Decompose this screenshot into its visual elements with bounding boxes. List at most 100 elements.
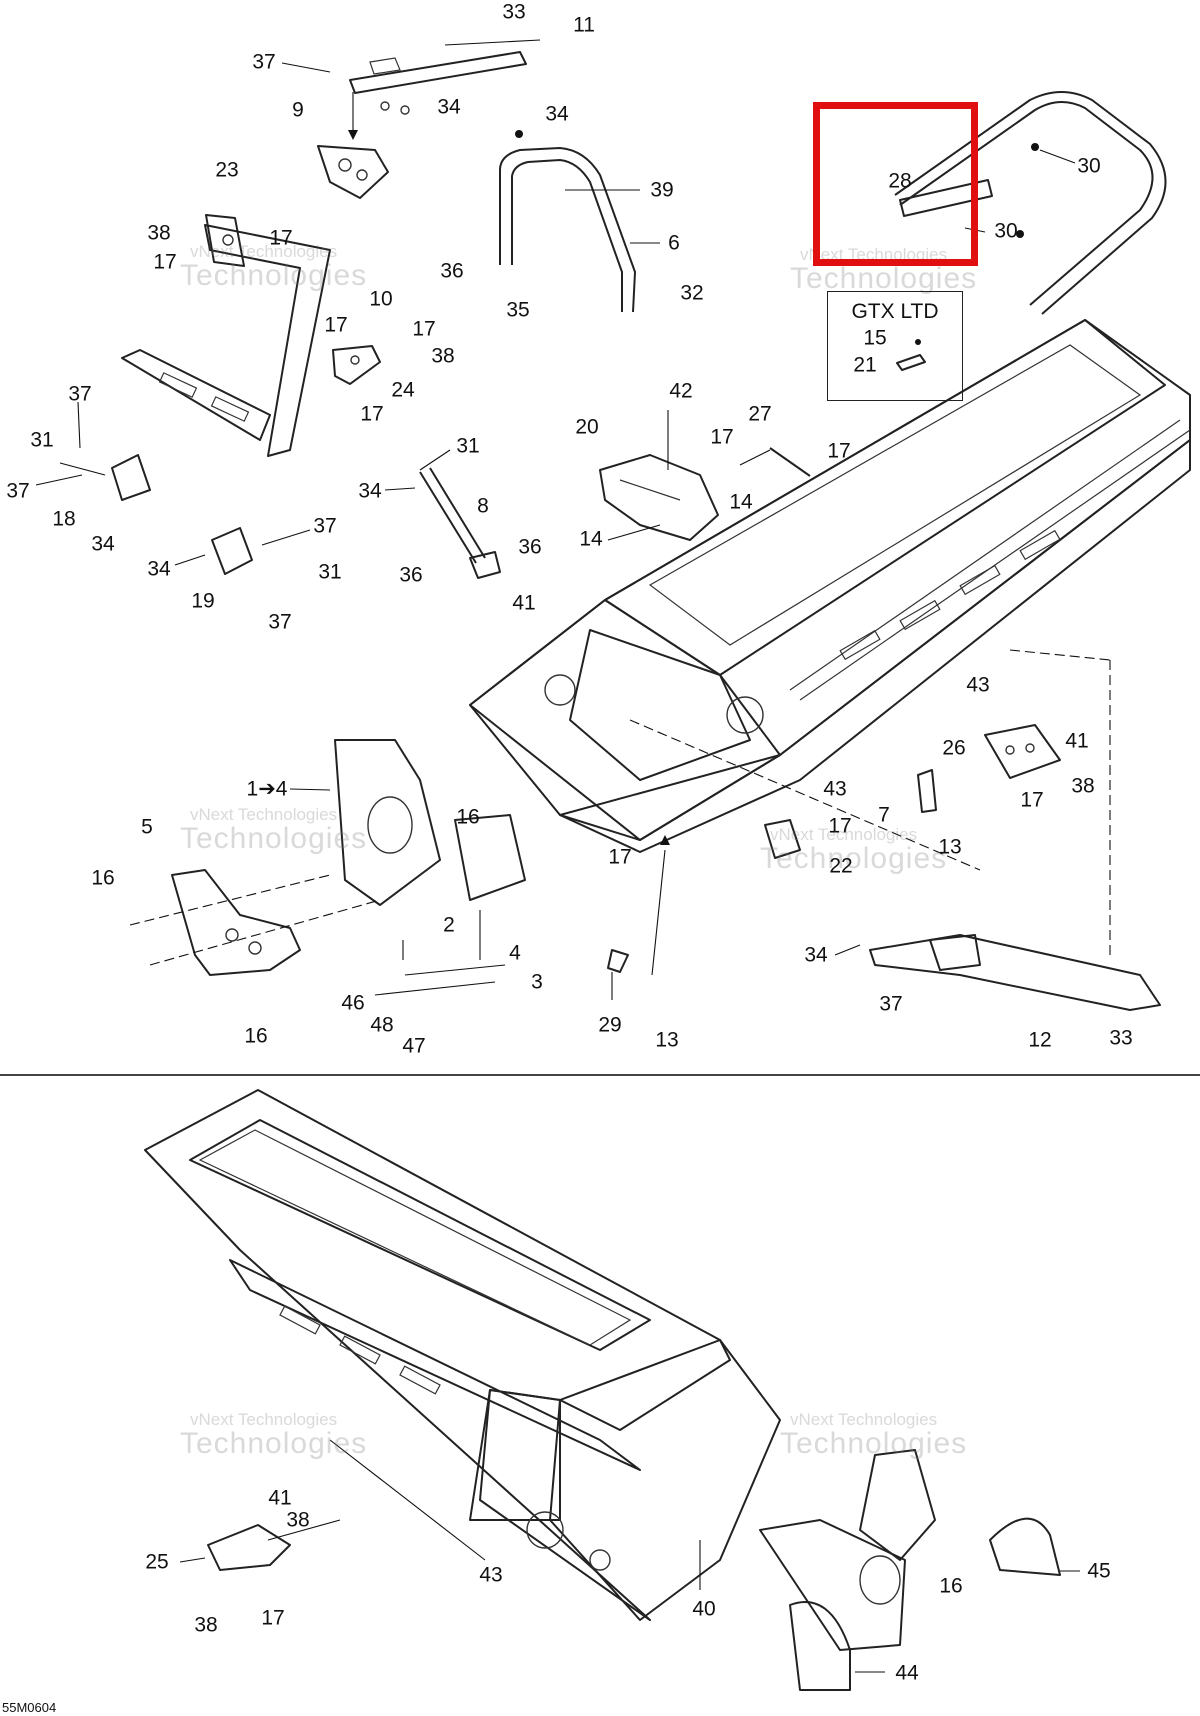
callout-17[interactable]: 17	[360, 402, 384, 426]
callout-28[interactable]: 28	[888, 169, 912, 193]
part-12-lower-bar	[834, 934, 1161, 1011]
callout-25[interactable]: 25	[145, 1550, 169, 1574]
callout-10[interactable]: 10	[369, 287, 393, 311]
callout-37[interactable]: 37	[268, 610, 292, 634]
callout-41[interactable]: 41	[268, 1486, 292, 1510]
callout-36[interactable]: 36	[440, 259, 464, 283]
callout-41[interactable]: 41	[1065, 729, 1089, 753]
callout-9[interactable]: 9	[292, 98, 304, 122]
callout-38[interactable]: 38	[147, 221, 171, 245]
callout-37[interactable]: 37	[68, 382, 92, 406]
callout-17[interactable]: 17	[269, 226, 293, 250]
lower-tunnel-slots	[279, 1305, 441, 1395]
callout-38[interactable]: 38	[431, 344, 455, 368]
callout-14[interactable]: 14	[729, 490, 753, 514]
part-24-bracket	[332, 345, 381, 385]
callout-37[interactable]: 37	[313, 514, 337, 538]
callout-43[interactable]: 43	[966, 673, 990, 697]
callout-18[interactable]: 18	[52, 507, 76, 531]
callout-46[interactable]: 46	[341, 991, 365, 1015]
callout-17[interactable]: 17	[1020, 788, 1044, 812]
callout-2[interactable]: 2	[443, 913, 455, 937]
callout-6[interactable]: 6	[668, 231, 680, 255]
callout-36[interactable]: 36	[399, 563, 423, 587]
callout-19[interactable]: 19	[191, 589, 215, 613]
callout-12[interactable]: 12	[1028, 1028, 1052, 1052]
callout-37[interactable]: 37	[252, 50, 276, 74]
callout-38[interactable]: 38	[1071, 774, 1095, 798]
callout-34[interactable]: 34	[91, 532, 115, 556]
callout-17[interactable]: 17	[828, 814, 852, 838]
callout-30[interactable]: 30	[1077, 154, 1101, 178]
part-5-plate	[129, 869, 381, 976]
callout-30[interactable]: 30	[994, 219, 1018, 243]
part-6-hoop	[499, 130, 660, 313]
callout-11[interactable]: 11	[573, 13, 595, 37]
callout-37[interactable]: 37	[6, 479, 30, 503]
callout-41[interactable]: 41	[512, 591, 536, 615]
callout-34[interactable]: 34	[545, 102, 569, 126]
callout-26[interactable]: 26	[942, 736, 966, 760]
callout-16[interactable]: 16	[456, 805, 480, 829]
callout-27[interactable]: 27	[748, 402, 772, 426]
callout-1-4[interactable]: 1➔4	[246, 777, 288, 801]
callout-33[interactable]: 33	[502, 0, 526, 24]
callout-40[interactable]: 40	[692, 1597, 716, 1621]
callout-42[interactable]: 42	[669, 379, 693, 403]
callout-31[interactable]: 31	[456, 434, 480, 458]
callout-33[interactable]: 33	[1109, 1026, 1133, 1050]
callout-31[interactable]: 31	[30, 428, 54, 452]
callout-48[interactable]: 48	[370, 1013, 394, 1037]
callout-17[interactable]: 17	[710, 425, 734, 449]
highlight-box-part-28[interactable]	[813, 102, 978, 266]
callout-38[interactable]: 38	[286, 1508, 310, 1532]
callout-13[interactable]: 13	[938, 835, 962, 859]
callout-17[interactable]: 17	[827, 439, 851, 463]
callout-13[interactable]: 13	[655, 1028, 679, 1052]
callout-16[interactable]: 16	[244, 1024, 268, 1048]
callout-35[interactable]: 35	[506, 298, 530, 322]
callout-15[interactable]: 15	[863, 326, 887, 350]
callout-39[interactable]: 39	[650, 178, 674, 202]
part-10-front-arm	[121, 214, 331, 457]
callout-47[interactable]: 47	[402, 1034, 426, 1058]
callout-17[interactable]: 17	[153, 250, 177, 274]
callout-14[interactable]: 14	[579, 527, 603, 551]
callout-17[interactable]: 17	[261, 1606, 285, 1630]
callout-23[interactable]: 23	[215, 158, 239, 182]
callout-34[interactable]: 34	[804, 943, 828, 967]
callout-17[interactable]: 17	[324, 313, 348, 337]
callout-32[interactable]: 32	[680, 281, 704, 305]
callout-34[interactable]: 34	[437, 95, 461, 119]
callout-36[interactable]: 36	[518, 535, 542, 559]
callout-17[interactable]: 17	[412, 317, 436, 341]
callout-3[interactable]: 3	[531, 970, 543, 994]
callout-29[interactable]: 29	[598, 1013, 622, 1037]
callout-43[interactable]: 43	[823, 777, 847, 801]
callout-45[interactable]: 45	[1087, 1559, 1111, 1583]
callout-5[interactable]: 5	[141, 815, 153, 839]
callout-4[interactable]: 4	[509, 941, 521, 965]
callout-22[interactable]: 22	[829, 854, 853, 878]
callout-16[interactable]: 16	[939, 1574, 963, 1598]
callout-44[interactable]: 44	[895, 1661, 919, 1685]
callout-21[interactable]: 21	[853, 353, 877, 377]
callout-37[interactable]: 37	[879, 992, 903, 1016]
callout-38[interactable]: 38	[194, 1613, 218, 1637]
callout-34[interactable]: 34	[358, 479, 382, 503]
callout-24[interactable]: 24	[391, 378, 415, 402]
callout-7[interactable]: 7	[878, 803, 890, 827]
part-11-support-bar	[281, 39, 541, 140]
callout-31[interactable]: 31	[318, 560, 342, 584]
part-29-pin	[607, 949, 629, 1000]
callout-34[interactable]: 34	[147, 557, 171, 581]
figure-code: 55M0604	[2, 1700, 57, 1715]
callout-43[interactable]: 43	[479, 1563, 503, 1587]
callout-8[interactable]: 8	[477, 494, 489, 518]
callout-17[interactable]: 17	[608, 845, 632, 869]
callout-20[interactable]: 20	[575, 415, 599, 439]
main-tunnel-lower	[144, 1089, 781, 1621]
callout-16[interactable]: 16	[91, 866, 115, 890]
